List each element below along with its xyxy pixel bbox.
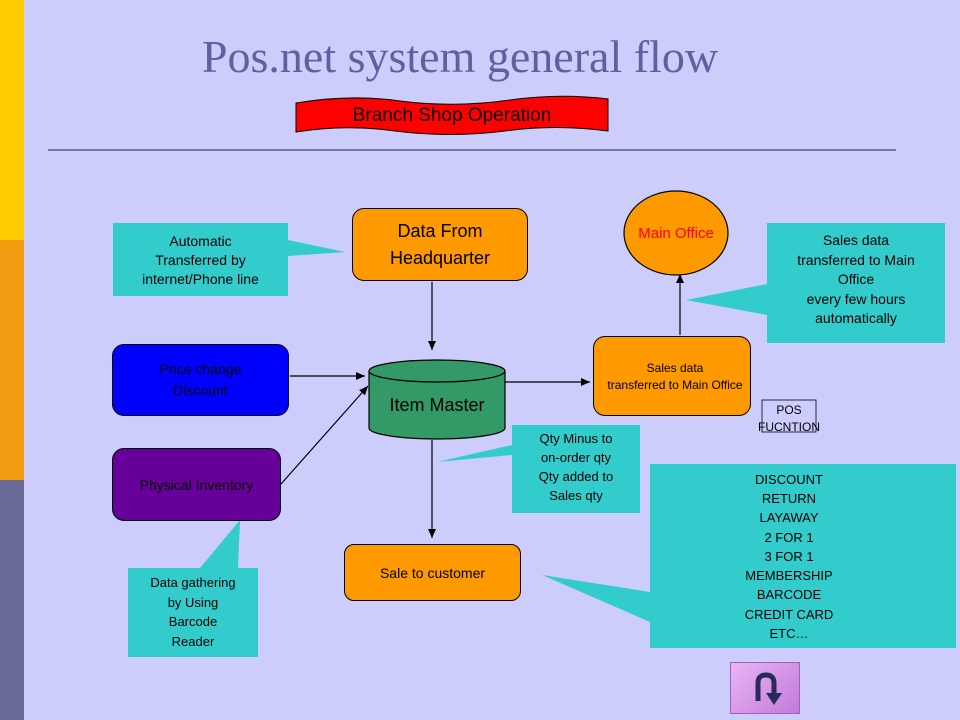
gathering-line-2: by Using	[167, 594, 219, 610]
pos-item: LAYAWAY	[759, 510, 819, 526]
pos-callout-shape	[542, 464, 956, 648]
price-line-2: Discount	[173, 382, 228, 398]
sales-note-line-2: transferred to Main	[797, 251, 915, 268]
qty-line-2: on-order qty	[540, 449, 612, 465]
pos-item: DISCOUNT	[755, 472, 823, 487]
qty-callout-shape	[437, 425, 640, 513]
qty-line-1: Qty Minus to	[539, 431, 613, 446]
data-from-hq-node: Data From Headquarter	[352, 208, 528, 281]
sales-note-callout-shape	[686, 223, 945, 343]
pos-item: CREDIT CARD	[744, 606, 834, 622]
banner-label: Branch Shop Operation	[352, 105, 552, 126]
pos-item: BARCODE	[756, 587, 822, 603]
gathering-callout-shape	[128, 520, 258, 657]
pos-item: RETURN	[761, 491, 817, 507]
page-title: Pos.net system general flow	[201, 31, 719, 82]
item-master-cylinder	[368, 371, 506, 440]
automatic-line-2: Transferred by	[155, 251, 246, 268]
automatic-callout-text: Automatic Transferred by internet/Phone …	[113, 232, 288, 289]
pos-item: 2 FOR 1	[764, 529, 814, 545]
sales-note-line-4: every few hours	[806, 290, 906, 307]
sales-data-node	[593, 336, 751, 416]
automatic-callout-shape	[113, 223, 345, 296]
pos-function-label: POS FUCNTION	[746, 402, 832, 436]
pos-item: MEMBERSHIP	[745, 568, 833, 584]
return-button[interactable]	[730, 662, 800, 714]
pos-function-line-2: FUCNTION	[758, 419, 820, 434]
qty-line-4: Sales qty	[549, 487, 603, 503]
sidebar-stripe-orange	[0, 240, 24, 480]
sales-data-line-2: transferred to Main Office	[607, 378, 743, 393]
sales-data-node-text: Sales data transferred to Main Office	[580, 360, 770, 395]
main-office-circle	[623, 190, 729, 276]
pos-item: 3 FOR 1	[764, 548, 814, 564]
hq-line-2: Headquarter	[389, 247, 491, 268]
price-line-1: Price change	[159, 361, 242, 377]
sidebar-stripe-yellow	[0, 0, 24, 240]
item-master-label: Item Master	[389, 394, 485, 415]
gathering-line-1: Data gathering	[150, 575, 236, 590]
pos-function-line-1: POS	[776, 403, 802, 417]
sales-note-line-1: Sales data	[822, 232, 890, 248]
price-change-node: Price change Discount	[112, 344, 289, 416]
sales-note-callout-text: Sales data transferred to Main Office ev…	[767, 231, 945, 329]
qty-callout-text: Qty Minus to on-order qty Qty added to S…	[512, 430, 640, 505]
automatic-line-1: Automatic	[169, 233, 232, 249]
sales-note-line-3: Office	[837, 271, 875, 288]
u-turn-arrow-icon	[755, 672, 782, 705]
divider-line	[48, 149, 896, 151]
banner-shape	[295, 95, 609, 135]
automatic-line-3: internet/Phone line	[142, 270, 259, 287]
sales-data-line-1: Sales data	[646, 361, 704, 375]
pos-item: ETC…	[769, 625, 809, 641]
pos-list-text: DISCOUNT RETURN LAYAWAY 2 FOR 1 3 FOR 1 …	[724, 470, 854, 643]
gathering-line-3: Barcode	[168, 614, 218, 629]
physical-inventory-node: Physical Inventory	[112, 448, 281, 521]
sale-to-customer-node: Sale to customer	[344, 544, 521, 601]
gathering-callout-text: Data gathering by Using Barcode Reader	[128, 573, 258, 651]
gathering-line-4: Reader	[171, 633, 215, 649]
pos-function-box	[761, 399, 817, 433]
hq-line-1: Data From	[397, 221, 483, 242]
sidebar-stripe-grey	[0, 480, 24, 720]
sales-note-line-5: automatically	[815, 310, 897, 327]
main-office-label: Main Office	[638, 224, 714, 242]
qty-line-3: Qty added to	[538, 468, 614, 484]
